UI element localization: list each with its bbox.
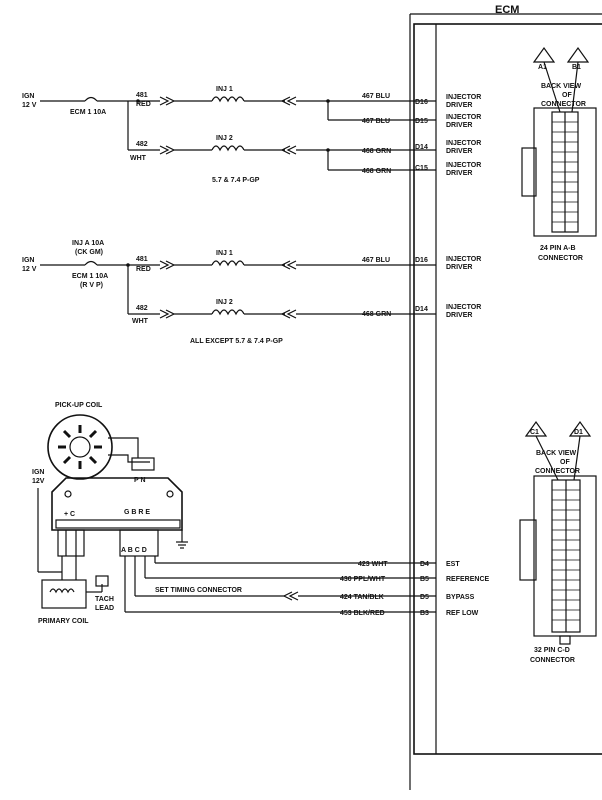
top-c1-func2: DRIVER — [446, 102, 472, 109]
mid-c1-func1: INJECTOR — [446, 256, 481, 263]
ign-c1-wire: 423 WHT — [358, 561, 388, 568]
connector-cd: C1 D1 BACK VIEW OF CONNECTOR 32 PIN C-D … — [519, 420, 597, 664]
ign-module-label: IGN — [32, 469, 44, 476]
top-c1-func1: INJECTOR — [446, 94, 481, 101]
ab-view-2: OF — [562, 92, 572, 99]
ign-module-voltage: 12V — [32, 478, 45, 485]
ab-pin-b: B1 — [572, 64, 581, 71]
abcd-label: A B C D — [121, 547, 147, 554]
mid-note: ALL EXCEPT 5.7 & 7.4 P-GP — [190, 338, 283, 345]
top-c1-wire: 467 BLU — [362, 93, 390, 100]
top-inj1-label: INJ 1 — [216, 86, 233, 93]
primary-coil — [41, 579, 87, 609]
top-wire-wht: WHT — [130, 155, 147, 162]
ign-c1-pin: D4 — [420, 561, 429, 568]
mid-fuse-1: INJ A 10A — [72, 240, 104, 247]
cd-pin-b: D1 — [574, 429, 583, 436]
ab-pin-a: A1 — [538, 64, 547, 71]
mid-c1-func2: DRIVER — [446, 264, 472, 271]
top-c2-func1: INJECTOR — [446, 114, 481, 121]
ecm-title: ECM — [495, 4, 519, 16]
cd-name-1: 32 PIN C-D — [534, 647, 570, 654]
top-c4-func2: DRIVER — [446, 170, 472, 177]
mid-fuse-3: ECM 1 10A — [72, 273, 108, 280]
top-c4-pin: C15 — [415, 165, 428, 172]
top-note: 5.7 & 7.4 P-GP — [212, 177, 260, 184]
cd-name-2: CONNECTOR — [530, 657, 575, 664]
top-c3-pin: D14 — [415, 144, 428, 151]
ign-c4-wire: 453 BLK/RED — [340, 610, 385, 617]
ign-c4-func: REF LOW — [446, 610, 479, 617]
top-c2-func2: DRIVER — [446, 122, 472, 129]
mid-c2-wire: 468 GRN — [362, 311, 391, 318]
ign-c2-func: REFERENCE — [446, 576, 490, 583]
mid-inj1-label: INJ 1 — [216, 250, 233, 257]
mid-wire-482: 482 — [136, 305, 148, 312]
ab-name-2: CONNECTOR — [538, 255, 583, 262]
mid-c2-func2: DRIVER — [446, 312, 472, 319]
top-c2-pin: D15 — [415, 118, 428, 125]
top-ign-label: IGN — [22, 93, 34, 100]
mid-wire-wht: WHT — [132, 318, 149, 325]
mid-c2-func1: INJECTOR — [446, 304, 481, 311]
top-inj2-label: INJ 2 — [216, 135, 233, 142]
top-c4-func1: INJECTOR — [446, 162, 481, 169]
cd-view-3: CONNECTOR — [535, 468, 580, 475]
pn-label: P N — [134, 477, 146, 484]
top-c3-func1: INJECTOR — [446, 140, 481, 147]
top-c4-wire: 468 GRN — [362, 168, 391, 175]
mid-inj2-label: INJ 2 — [216, 299, 233, 306]
top-wire-red: RED — [136, 101, 151, 108]
ab-view-1: BACK VIEW — [541, 83, 581, 90]
mid-wire-481: 481 — [136, 256, 148, 263]
ab-name-1: 24 PIN A-B — [540, 245, 576, 252]
ab-view-3: CONNECTOR — [541, 101, 586, 108]
pickup-coil — [47, 414, 113, 480]
primary-coil-label: PRIMARY COIL — [38, 618, 89, 625]
ign-c3-pin: D5 — [420, 594, 429, 601]
top-c1-pin: D16 — [415, 99, 428, 106]
mid-wire-red: RED — [136, 266, 151, 273]
cd-view-1: BACK VIEW — [536, 450, 576, 457]
plus-c-label: + C — [64, 511, 75, 518]
top-c2-wire: 467 BLU — [362, 118, 390, 125]
cd-view-2: OF — [560, 459, 570, 466]
ign-c1-func: EST — [446, 561, 460, 568]
ign-c3-func: BYPASS — [446, 594, 475, 601]
ign-c2-pin: B5 — [420, 576, 429, 583]
ign-c3-wire: 424 TAN/BLK — [340, 594, 384, 601]
mid-ign-voltage: 12 V — [22, 266, 37, 273]
ign-c4-pin: B3 — [420, 610, 429, 617]
ign-c2-wire: 430 PPL/WHT — [340, 576, 386, 583]
mid-ign-label: IGN — [22, 257, 34, 264]
gbre-label: G B R E — [124, 509, 150, 516]
mid-fuse-2: (CK GM) — [75, 249, 103, 256]
top-wire-482: 482 — [136, 141, 148, 148]
top-fuse-label: ECM 1 10A — [70, 109, 106, 116]
mid-c1-wire: 467 BLU — [362, 257, 390, 264]
mid-fuse-4: (R V P) — [80, 282, 103, 289]
mid-c2-pin: D14 — [415, 306, 428, 313]
ecm-box — [413, 23, 602, 755]
top-wire-481: 481 — [136, 92, 148, 99]
mid-injector-group: IGN 12 V INJ A 10A (CK GM) ECM 1 10A (R … — [22, 240, 481, 345]
top-injector-group: IGN 12 V ECM 1 10A 481 RED 482 WHT INJ 1… — [22, 86, 481, 184]
set-timing-label: SET TIMING CONNECTOR — [155, 587, 242, 594]
tach-label-2: LEAD — [95, 605, 114, 612]
tach-label-1: TACH — [95, 596, 114, 603]
pickup-coil-label: PICK-UP COIL — [55, 402, 103, 409]
mid-c1-pin: D16 — [415, 257, 428, 264]
connector-ab: A1 B1 BACK VIEW OF CONNECTOR 24 PIN A-B … — [521, 46, 597, 262]
cd-pin-a: C1 — [530, 429, 539, 436]
top-ign-voltage: 12 V — [22, 102, 37, 109]
ignition-module-group: PICK-UP COIL P N + C G B R E A B C D — [32, 402, 490, 625]
ignition-module — [51, 477, 183, 531]
top-c3-wire: 468 GRN — [362, 148, 391, 155]
top-c3-func2: DRIVER — [446, 148, 472, 155]
